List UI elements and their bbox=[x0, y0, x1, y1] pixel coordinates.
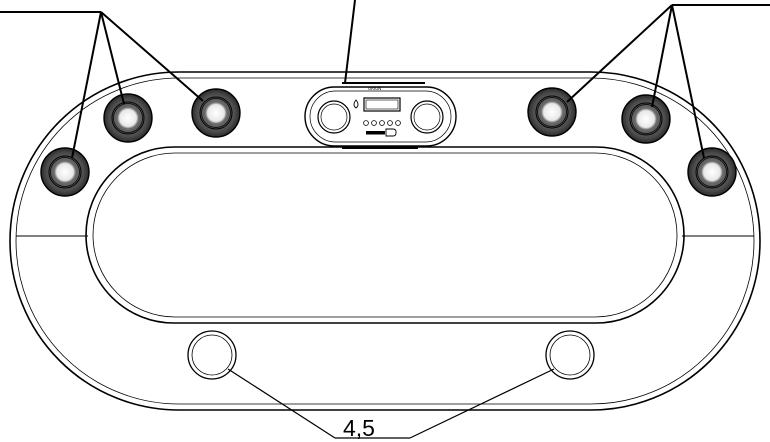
right-knob bbox=[410, 100, 444, 134]
front-grille bbox=[85, 146, 685, 324]
wheels-left bbox=[40, 88, 241, 197]
bottom-ports bbox=[187, 330, 595, 380]
power-icon bbox=[353, 99, 359, 109]
wheel bbox=[527, 87, 577, 137]
wheel bbox=[621, 94, 671, 144]
wheels-right bbox=[527, 87, 737, 197]
callout-label-bottom: 4,5 bbox=[343, 415, 375, 441]
wheel bbox=[191, 88, 241, 138]
port-left bbox=[187, 330, 237, 380]
wheel bbox=[687, 147, 737, 197]
usb-port-icon bbox=[385, 128, 397, 137]
control-panel: ORION bbox=[304, 82, 457, 149]
speaker-body bbox=[9, 71, 761, 411]
port-right bbox=[545, 330, 595, 380]
brand-mark: ORION bbox=[368, 86, 381, 91]
control-buttons bbox=[363, 120, 401, 126]
wheel bbox=[103, 93, 153, 143]
wheel bbox=[40, 147, 90, 197]
display-screen bbox=[363, 97, 401, 112]
card-slot bbox=[366, 131, 385, 135]
left-knob bbox=[317, 100, 351, 134]
